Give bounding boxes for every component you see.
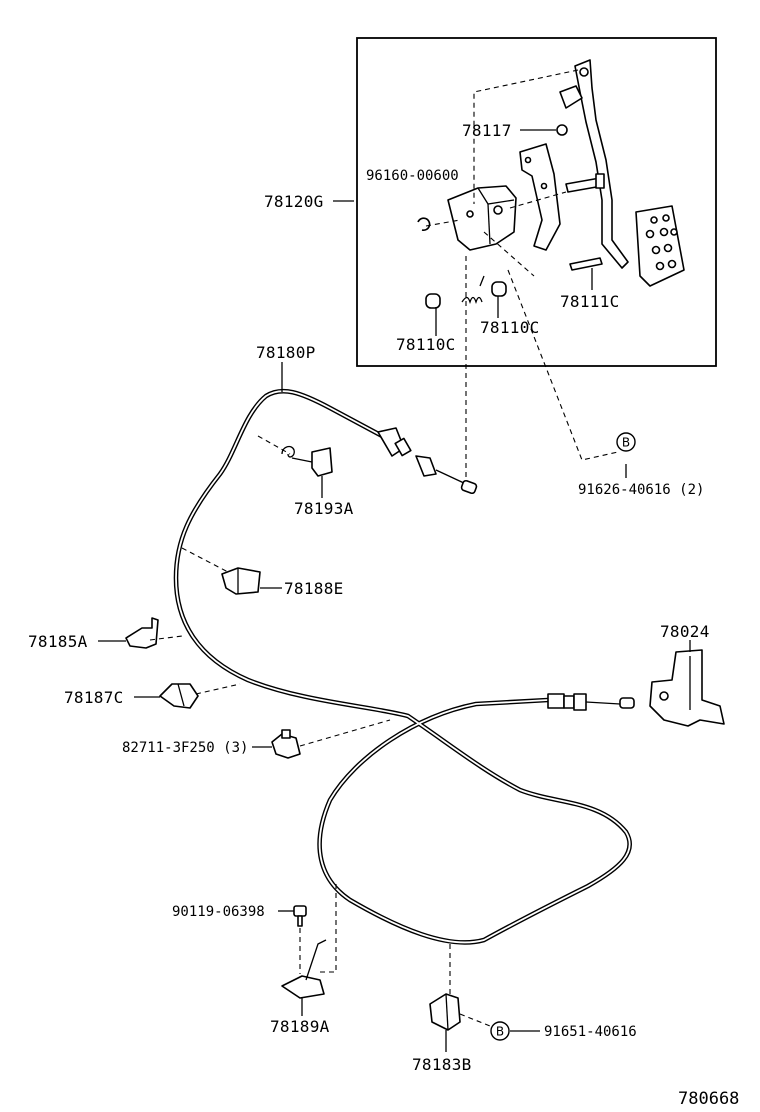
guide-line [257,435,291,455]
reference-marker-b: B [490,1021,510,1041]
part-label-78117: 78117 [462,121,512,140]
cable-throttle-end [547,693,635,711]
part-label-78193a: 78193A [294,499,354,518]
part-label-91651-40616: 91651-40616 [544,1024,637,1040]
guide-line [459,1013,491,1027]
part-label-78180p: 78180P [256,343,316,362]
part-label-91626-40616: 91626-40616 (2) [578,482,704,498]
part-label-78189a: 78189A [270,1017,330,1036]
cable-clip-82711 [271,729,301,759]
pedal-bracket [519,143,561,251]
part-label-78120g: 78120G [264,192,324,211]
part-label-78110c-right: 78110C [480,318,540,337]
bushing-left [425,293,441,309]
guide-line [473,69,579,204]
cable-clamp-78183b [429,993,461,1031]
guide-line [509,191,567,209]
cable-bracket-78189a [281,939,327,999]
bushing-right [491,281,507,297]
throttle-bracket-78024 [649,649,725,727]
part-label-78111c: 78111C [560,292,620,311]
pedal-bolt [565,173,605,193]
svg-text:B: B [496,1025,504,1039]
accelerator-pedal-pad [635,205,685,287]
part-label-78024: 78024 [660,622,710,641]
guide-line [299,719,391,747]
reference-marker-b: B [616,432,636,452]
pivot-shaft [569,257,603,271]
guide-line [425,219,461,227]
bolt-90119 [293,905,307,927]
part-label-96160-00600: 96160-00600 [366,168,459,184]
guide-line [195,683,241,695]
cable-clip-78193a [281,445,333,477]
cable-pedal-end [377,427,478,495]
part-label-90119-06398: 90119-06398 [172,904,265,920]
retaining-ring [417,217,431,231]
accelerator-pedal-arm [559,59,629,269]
cable-bracket-78185a [125,617,159,649]
part-label-78188e: 78188E [284,579,344,598]
svg-text:B: B [622,436,630,450]
cable-clamp-78187c [159,683,199,709]
guide-line [320,884,337,973]
part-label-78110c-left: 78110C [396,335,456,354]
pedal-housing [447,185,517,251]
figure-reference-number: 780668 [678,1089,739,1109]
pedal-assembly-frame [356,37,717,367]
part-label-78187c: 78187C [64,688,124,707]
guide-line [507,269,619,461]
cable-clamp-78188e [221,567,261,595]
guide-line [483,231,535,277]
part-label-78183b: 78183B [412,1055,472,1074]
guide-line [181,547,229,573]
stopper-ball [556,124,568,136]
return-spring [461,275,485,305]
accelerator-cable [173,388,633,945]
part-label-82711-3f250: 82711-3F250 (3) [122,740,248,756]
part-label-78185a: 78185A [28,632,88,651]
